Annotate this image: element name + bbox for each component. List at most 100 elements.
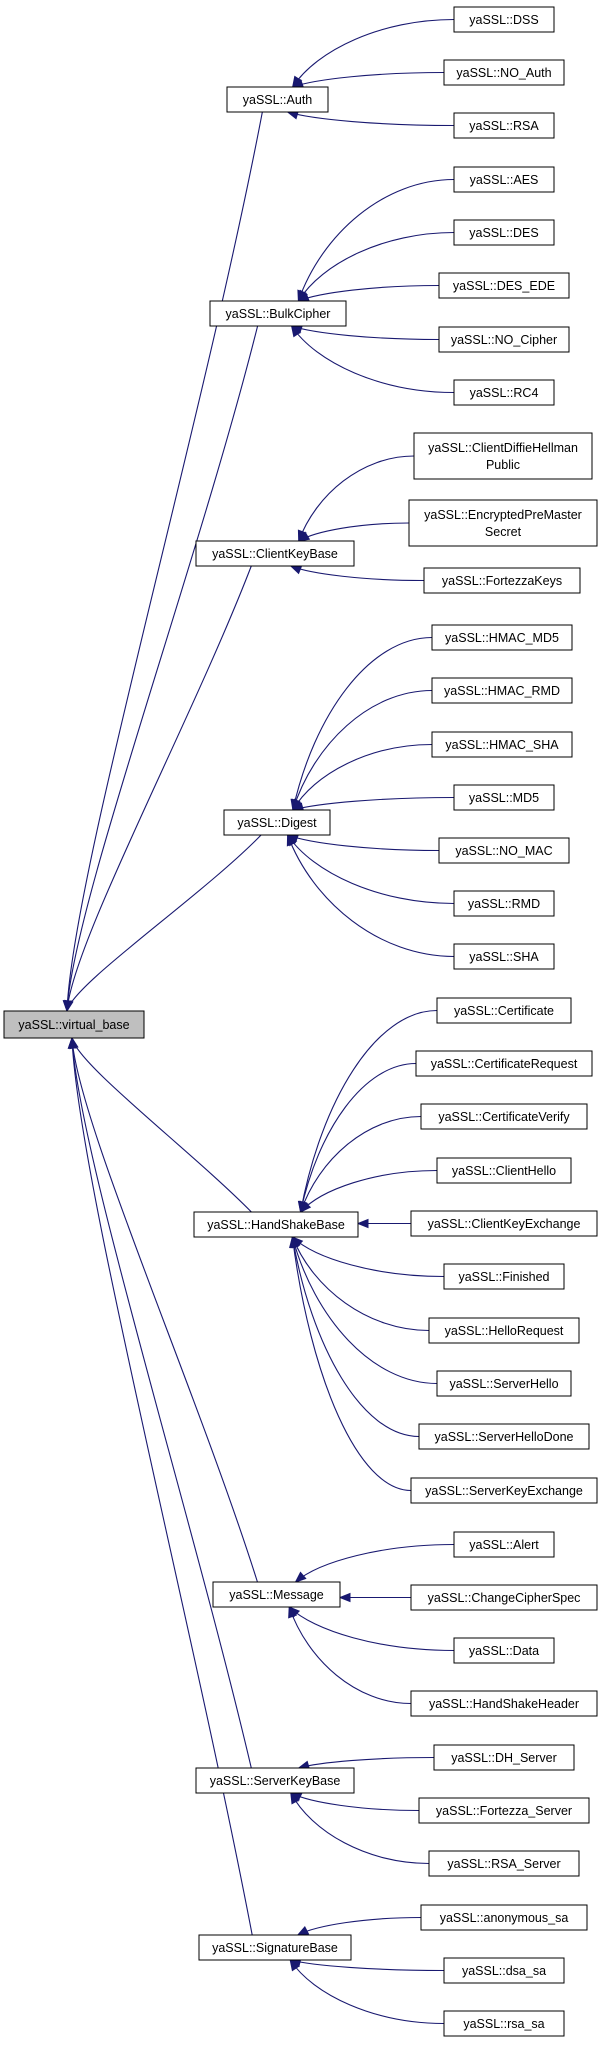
class-node-certreq[interactable]: yaSSL::CertificateRequest [415, 1050, 593, 1077]
class-node-aes[interactable]: yaSSL::AES [453, 166, 555, 193]
class-node-box [410, 1584, 598, 1611]
edge-dh_server-to-serverkeybase [298, 1756, 435, 1769]
class-node-digest[interactable]: yaSSL::Digest [223, 809, 331, 836]
class-node-data[interactable]: yaSSL::Data [453, 1637, 555, 1664]
class-node-box [431, 624, 573, 651]
class-node-dh_server[interactable]: yaSSL::DH_Server [433, 1744, 575, 1771]
edge-hellorequest-to-handshakebase [291, 1236, 430, 1332]
class-node-label: yaSSL::Finished [458, 1270, 549, 1284]
class-node-fortezzakeys[interactable]: yaSSL::FortezzaKeys [423, 567, 581, 594]
class-node-label: yaSSL::Alert [469, 1538, 539, 1552]
class-node-certificate[interactable]: yaSSL::Certificate [436, 997, 572, 1024]
edge-cdh-to-clientkeybase [298, 455, 415, 542]
class-node-label: yaSSL::anonymous_sa [440, 1911, 569, 1925]
class-node-label: yaSSL::CertificateRequest [431, 1057, 578, 1071]
class-node-box [193, 1211, 359, 1238]
edge-hmac_rmd-to-digest [292, 689, 433, 811]
class-node-label: yaSSL::NO_Auth [456, 66, 551, 80]
class-node-box [453, 379, 555, 406]
class-node-alert[interactable]: yaSSL::Alert [453, 1531, 555, 1558]
class-node-box [443, 1263, 565, 1290]
class-node-box [453, 6, 555, 33]
class-node-box [453, 166, 555, 193]
class-node-rmd[interactable]: yaSSL::RMD [453, 890, 555, 917]
class-node-message[interactable]: yaSSL::Message [212, 1581, 341, 1608]
class-node-hellorequest[interactable]: yaSSL::HelloRequest [428, 1317, 580, 1344]
edge-serverhellodone-to-handshakebase [291, 1236, 420, 1438]
class-node-changecipherspec[interactable]: yaSSL::ChangeCipherSpec [410, 1584, 598, 1611]
class-node-hmac_sha[interactable]: yaSSL::HMAC_SHA [431, 731, 573, 758]
class-node-rsa_sa[interactable]: yaSSL::rsa_sa [443, 2010, 565, 2037]
edge-clientkeyexchange-arrowhead [356, 1218, 369, 1229]
class-node-label: yaSSL::ClientKeyBase [212, 547, 338, 561]
class-node-serverhellodone[interactable]: yaSSL::ServerHelloDone [418, 1423, 590, 1450]
class-node-sha[interactable]: yaSSL::SHA [453, 943, 555, 970]
class-node-label: yaSSL::NO_MAC [455, 844, 552, 858]
class-node-serverhello[interactable]: yaSSL::ServerHello [436, 1370, 572, 1397]
class-node-serverkeyexchange[interactable]: yaSSL::ServerKeyExchange [410, 1477, 598, 1504]
class-node-label: yaSSL::EncryptedPreMaster [424, 508, 582, 522]
class-node-box [415, 1050, 593, 1077]
class-node-clientkeybase[interactable]: yaSSL::ClientKeyBase [195, 540, 355, 567]
edge-auth-to-virtual-base [66, 111, 263, 1012]
class-node-box [423, 567, 581, 594]
class-node-finished[interactable]: yaSSL::Finished [443, 1263, 565, 1290]
class-node-label: yaSSL::MD5 [469, 791, 539, 805]
edge-no_cipher-to-bulkcipher [291, 325, 440, 341]
class-node-label: Secret [485, 525, 522, 539]
class-node-bulkcipher[interactable]: yaSSL::BulkCipher [209, 300, 347, 327]
class-node-label: Public [486, 458, 520, 472]
class-node-box [410, 1477, 598, 1504]
class-node-label: yaSSL::HandShakeBase [207, 1218, 345, 1232]
class-node-rc4[interactable]: yaSSL::RC4 [453, 379, 555, 406]
edge-serverkeybase-to-virtual-base [71, 1037, 252, 1769]
edge-serverhello-to-handshakebase [291, 1236, 438, 1385]
edge-alert-to-message [295, 1543, 455, 1583]
class-node-label: yaSSL::DES_EDE [453, 279, 555, 293]
class-node-md5[interactable]: yaSSL::MD5 [453, 784, 555, 811]
edge-hmac_sha-to-digest [292, 743, 433, 811]
class-node-rsa_server[interactable]: yaSSL::RSA_Server [428, 1850, 580, 1877]
class-nodes: yaSSL::virtual_base yaSSL::Auth yaSSL::DSS… [3, 6, 598, 2037]
class-node-box [433, 1744, 575, 1771]
class-node-handshakebase[interactable]: yaSSL::HandShakeBase [193, 1211, 359, 1238]
class-node-rsa[interactable]: yaSSL::RSA [453, 112, 555, 139]
class-node-box [453, 219, 555, 246]
class-node-box [226, 86, 329, 113]
class-node-label: yaSSL::RSA [469, 119, 539, 133]
edge-signaturebase-arrowhead [67, 1036, 78, 1049]
class-node-box [413, 432, 593, 480]
class-node-des_ede[interactable]: yaSSL::DES_EDE [438, 272, 570, 299]
class-node-hmac_md5[interactable]: yaSSL::HMAC_MD5 [431, 624, 573, 651]
class-node-fortezza_server[interactable]: yaSSL::Fortezza_Server [418, 1797, 590, 1824]
class-node-clienthello[interactable]: yaSSL::ClientHello [436, 1157, 572, 1184]
edge-changecipherspec-arrowhead [338, 1592, 351, 1603]
edge-no_mac-to-digest [287, 834, 440, 852]
class-node-label: yaSSL::DSS [469, 13, 538, 27]
class-node-virtual_base[interactable]: yaSSL::virtual_base [3, 1010, 145, 1039]
class-node-des[interactable]: yaSSL::DES [453, 219, 555, 246]
class-node-no_auth[interactable]: yaSSL::NO_Auth [443, 59, 565, 86]
class-node-hmac_rmd[interactable]: yaSSL::HMAC_RMD [431, 677, 573, 704]
class-node-box [410, 1210, 598, 1237]
class-node-serverkeybase[interactable]: yaSSL::ServerKeyBase [195, 1767, 355, 1794]
class-node-dsa_sa[interactable]: yaSSL::dsa_sa [443, 1957, 565, 1984]
class-node-dss[interactable]: yaSSL::DSS [453, 6, 555, 33]
class-node-clientkeyexchange[interactable]: yaSSL::ClientKeyExchange [410, 1210, 598, 1237]
class-node-anonymous_sa[interactable]: yaSSL::anonymous_sa [420, 1904, 588, 1931]
class-node-signaturebase[interactable]: yaSSL::SignatureBase [198, 1934, 352, 1961]
edge-serverkeyexchange-arrowhead [289, 1235, 299, 1249]
edge-digest-to-virtual-base [66, 834, 262, 1012]
class-node-handshakeheader[interactable]: yaSSL::HandShakeHeader [410, 1690, 598, 1717]
class-node-certverify[interactable]: yaSSL::CertificateVerify [420, 1103, 588, 1130]
class-node-auth[interactable]: yaSSL::Auth [226, 86, 329, 113]
class-node-box [453, 890, 555, 917]
class-node-box [431, 677, 573, 704]
class-node-no_cipher[interactable]: yaSSL::NO_Cipher [438, 326, 570, 353]
edge-no_auth-to-auth [292, 71, 445, 88]
class-node-no_mac[interactable]: yaSSL::NO_MAC [438, 837, 570, 864]
class-node-label: yaSSL::DES [469, 226, 538, 240]
